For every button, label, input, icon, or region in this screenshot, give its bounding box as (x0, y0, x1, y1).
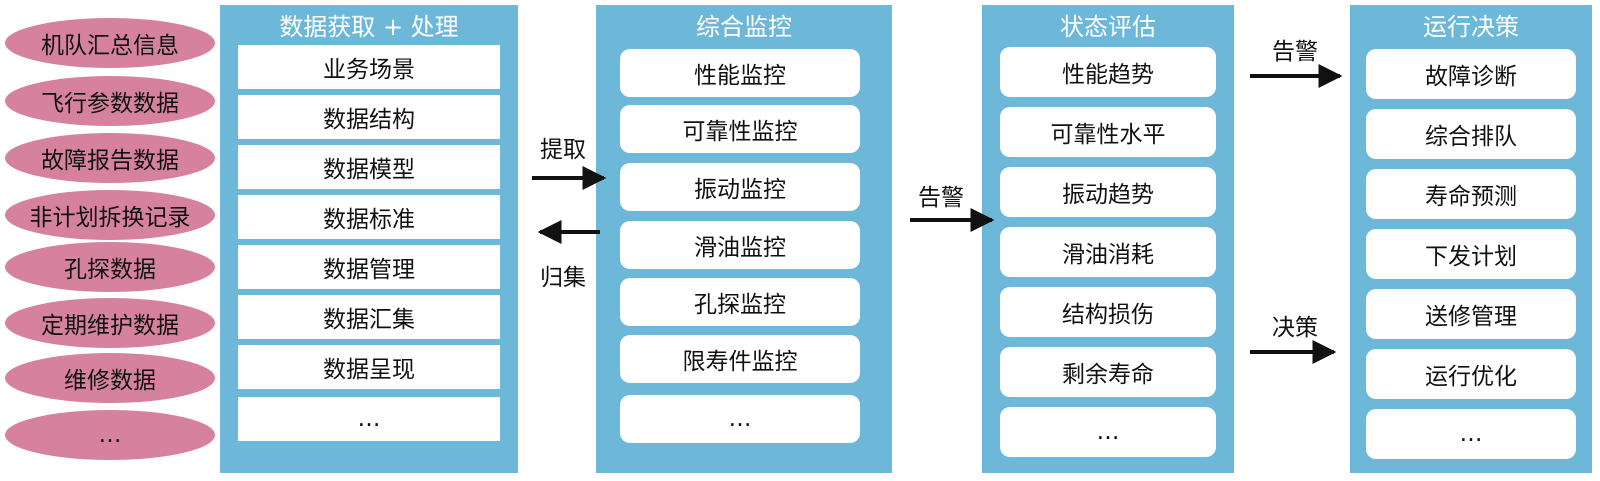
monitoring-item-7: … (620, 395, 860, 443)
source-ellipse-8: … (5, 410, 215, 460)
decision-item-3: 寿命预测 (1366, 169, 1576, 219)
monitoring-item-3: 振动监控 (620, 163, 860, 211)
panel-data-processing: 数据获取 + 处理 业务场景 数据结构 数据模型 数据标准 数据管理 数据汇集 … (220, 5, 518, 473)
connector-label-alert-top: 告警 (1272, 39, 1318, 65)
panel-evaluation: 状态评估 性能趋势 可靠性水平 振动趋势 滑油消耗 结构损伤 剩余寿命 … (982, 5, 1234, 473)
data-processing-item-7: 数据呈现 (238, 345, 500, 389)
monitoring-item-1: 性能监控 (620, 49, 860, 97)
decision-item-1: 故障诊断 (1366, 49, 1576, 99)
decision-item-7: … (1366, 409, 1576, 459)
connector-label-alert-mid: 告警 (918, 185, 964, 211)
data-processing-item-6: 数据汇集 (238, 295, 500, 339)
evaluation-item-1: 性能趋势 (1000, 47, 1216, 97)
data-processing-item-2: 数据结构 (238, 95, 500, 139)
evaluation-item-6: 剩余寿命 (1000, 347, 1216, 397)
source-ellipse-5: 孔探数据 (5, 242, 215, 292)
data-processing-item-3: 数据模型 (238, 145, 500, 189)
data-processing-item-4: 数据标准 (238, 195, 500, 239)
decision-item-2: 综合排队 (1366, 109, 1576, 159)
monitoring-item-2: 可靠性监控 (620, 105, 860, 153)
panel-monitoring: 综合监控 性能监控 可靠性监控 振动监控 滑油监控 孔探监控 限寿件监控 … (596, 5, 892, 473)
decision-item-6: 运行优化 (1366, 349, 1576, 399)
data-processing-item-1: 业务场景 (238, 45, 500, 89)
evaluation-item-5: 结构损伤 (1000, 287, 1216, 337)
decision-item-5: 送修管理 (1366, 289, 1576, 339)
evaluation-item-7: … (1000, 407, 1216, 457)
connector-label-decision: 决策 (1272, 315, 1318, 341)
monitoring-item-5: 孔探监控 (620, 278, 860, 326)
panel-title-evaluation: 状态评估 (1060, 12, 1156, 41)
data-processing-item-8: … (238, 397, 500, 441)
evaluation-item-3: 振动趋势 (1000, 167, 1216, 217)
decision-item-4: 下发计划 (1366, 229, 1576, 279)
source-ellipse-2: 飞行参数数据 (5, 76, 215, 126)
monitoring-item-4: 滑油监控 (620, 221, 860, 269)
panel-title-data-processing: 数据获取 + 处理 (279, 12, 459, 41)
source-ellipse-6: 定期维护数据 (5, 298, 215, 348)
monitoring-item-6: 限寿件监控 (620, 335, 860, 383)
evaluation-item-4: 滑油消耗 (1000, 227, 1216, 277)
source-ellipse-4: 非计划拆换记录 (5, 190, 215, 240)
source-ellipse-1: 机队汇总信息 (5, 18, 215, 68)
connector-label-collect: 归集 (540, 265, 586, 291)
source-ellipse-3: 故障报告数据 (5, 133, 215, 183)
panel-decision: 运行决策 故障诊断 综合排队 寿命预测 下发计划 送修管理 运行优化 … (1350, 5, 1592, 473)
panel-title-monitoring: 综合监控 (696, 12, 792, 41)
panel-title-decision: 运行决策 (1423, 12, 1519, 41)
evaluation-item-2: 可靠性水平 (1000, 107, 1216, 157)
connector-label-extract: 提取 (540, 137, 586, 163)
data-processing-item-5: 数据管理 (238, 245, 500, 289)
source-ellipse-7: 维修数据 (5, 353, 215, 403)
